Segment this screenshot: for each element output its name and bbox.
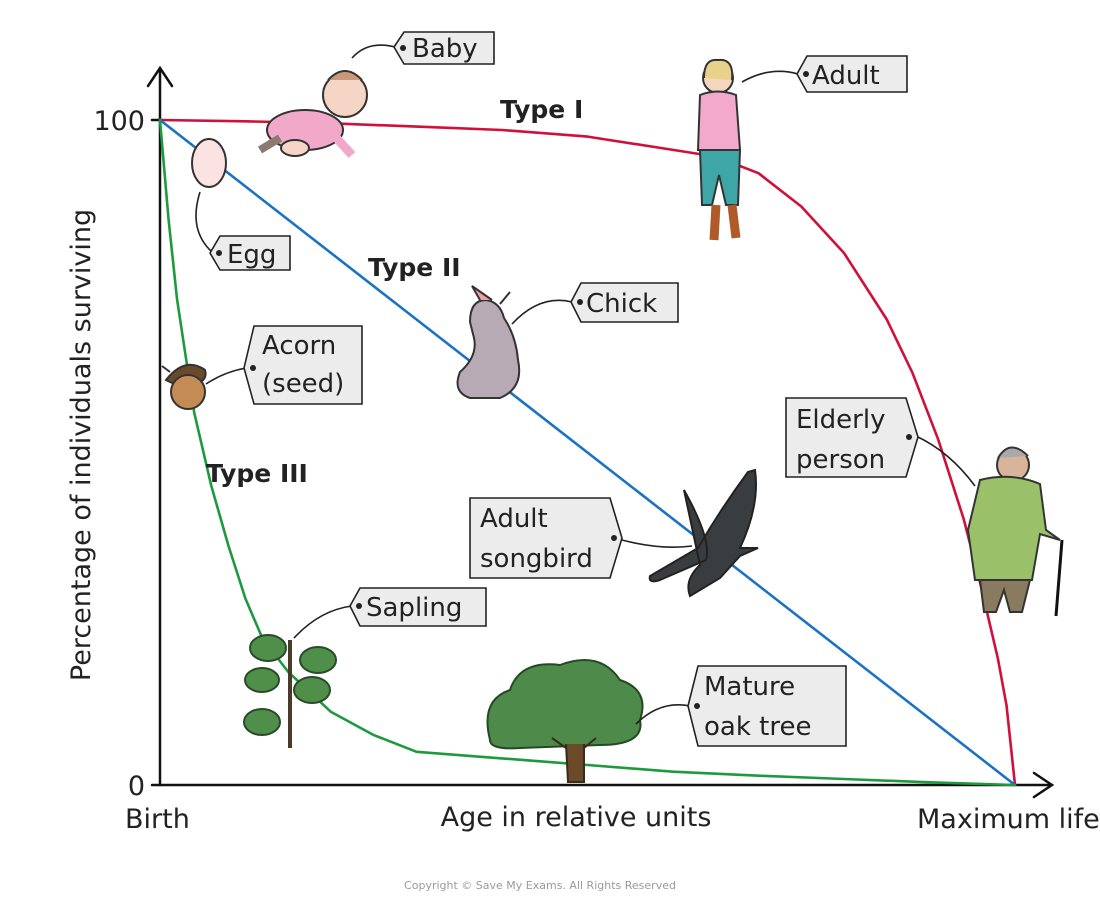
annotation-elderly-person: Elderly person [785, 397, 976, 487]
annotation-egg: Egg [195, 191, 291, 271]
annotation-label-acorn: Acorn (seed) [262, 331, 345, 399]
series-line-type-iii [158, 118, 1017, 787]
annotation-label-oak-line2: oak tree [704, 712, 811, 742]
annotation-sapling: Sapling [293, 587, 487, 639]
annotation-adult: Adult [741, 55, 908, 93]
oak-tree-illustration [486, 659, 644, 783]
annotation-label-elderly-line1: Elderly [796, 405, 885, 435]
annotation-label-songbird-line1: Adult [480, 504, 548, 534]
series-label-type-i: Type I [500, 95, 583, 124]
adult-illustration [696, 58, 742, 241]
baby-illustration [257, 70, 368, 159]
series-label-type-iii: Type III [206, 459, 308, 488]
annotation-tags: Baby Adult Egg Chick Acorn (see [195, 31, 976, 747]
y-axis-arrow [146, 65, 174, 88]
copyright-text: Copyright © Save My Exams. All Rights Re… [404, 879, 676, 892]
annotation-label-songbird-line2: songbird [480, 544, 593, 574]
annotation-oak-tree: Mature oak tree [635, 665, 847, 747]
annotation-label-baby: Baby [412, 34, 478, 64]
annotation-baby: Baby [351, 31, 495, 65]
x-axis-arrow [1032, 771, 1055, 799]
annotation-label-elderly-line2: person [796, 445, 885, 475]
series-label-type-ii: Type II [368, 253, 461, 282]
songbird-illustration [648, 468, 759, 598]
annotation-label-sapling: Sapling [366, 593, 462, 623]
annotation-acorn: Acorn (seed) [205, 325, 363, 405]
annotation-chick: Chick [511, 282, 679, 325]
axes [146, 65, 1055, 799]
chick-illustration [456, 285, 521, 399]
y-tick-label-0: 0 [128, 771, 145, 802]
x-axis-title: Age in relative units [441, 802, 712, 833]
annotation-label-egg: Egg [227, 240, 276, 270]
egg-illustration [191, 138, 227, 188]
acorn-illustration [161, 363, 207, 410]
annotation-label-oak-line1: Mature [704, 672, 795, 702]
annotation-label-chick: Chick [586, 289, 657, 319]
annotation-label-oak-tree: Mature oak tree [704, 672, 811, 742]
annotation-label-acorn-line2: (seed) [262, 369, 344, 399]
x-tick-label-birth: Birth [125, 804, 190, 835]
elderly-person-illustration [966, 446, 1064, 617]
annotation-label-adult: Adult [812, 61, 880, 91]
sapling-illustration [243, 634, 337, 748]
y-axis-title: Percentage of individuals surviving [66, 209, 97, 681]
annotation-label-elderly-person: Elderly person [796, 405, 894, 475]
annotation-songbird: Adult songbird [469, 497, 693, 579]
series-line-type-ii [158, 118, 1017, 787]
y-tick-label-100: 100 [93, 106, 145, 137]
annotation-label-songbird: Adult songbird [480, 504, 593, 574]
annotation-label-acorn-line1: Acorn [262, 331, 336, 361]
x-tick-label-max: Maximum life span [917, 804, 1100, 835]
